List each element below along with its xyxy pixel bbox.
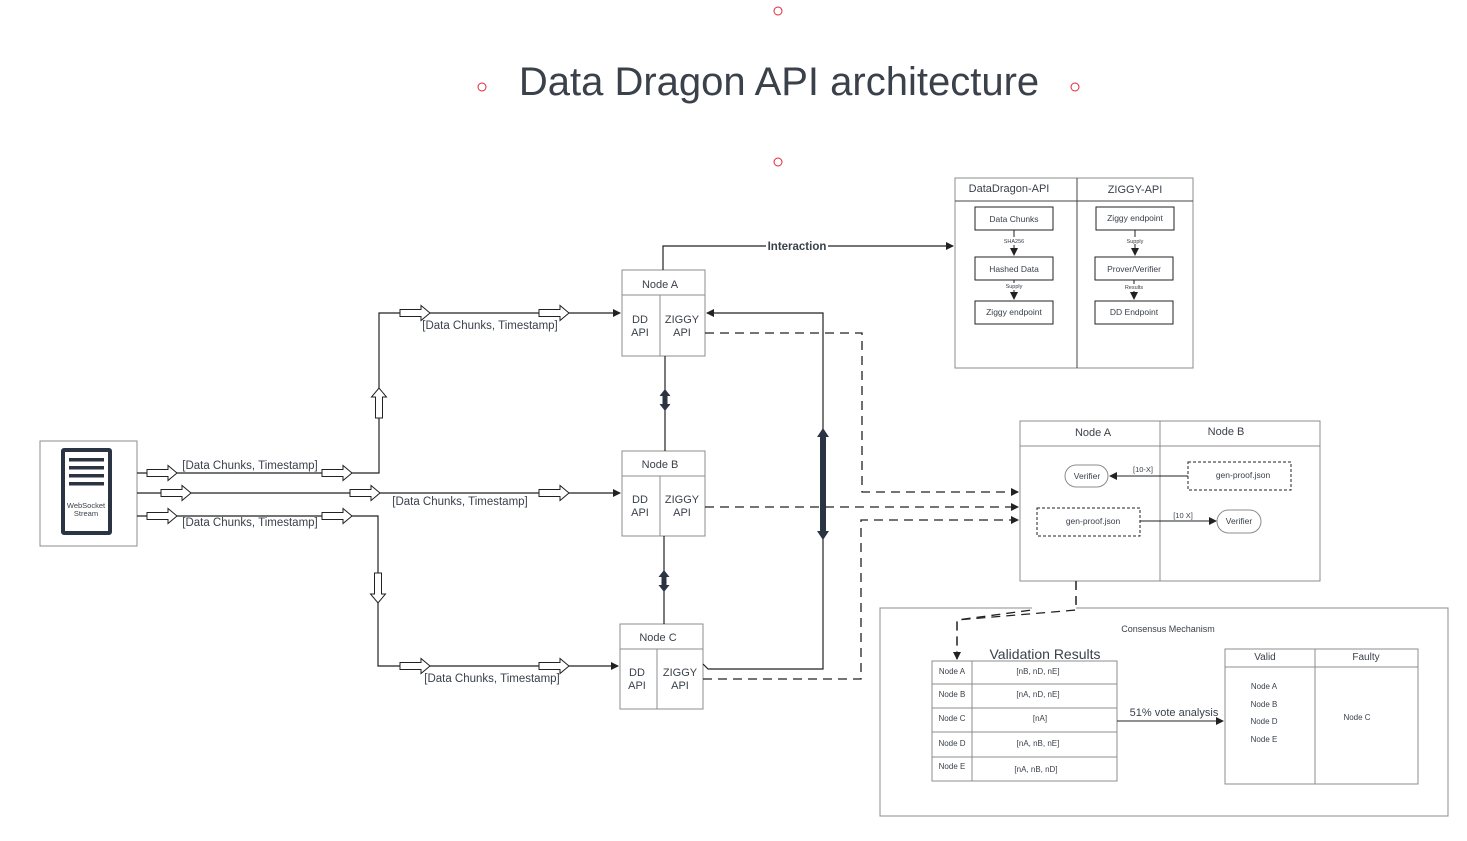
node-b[interactable]: Node B DD API ZIGGY API xyxy=(621,450,706,537)
verify-node-a-title: Node A xyxy=(1075,427,1112,439)
proof-top[interactable] xyxy=(1187,461,1292,491)
api-left-box-2-label: Ziggy endpoint xyxy=(986,307,1042,317)
vote-analysis-label: 51% vote analysis xyxy=(1130,707,1219,719)
verifier-top[interactable] xyxy=(1064,464,1109,488)
proof-bottom-label: gen-proof.json xyxy=(1066,516,1121,526)
api-right-box-2-label: DD Endpoint xyxy=(1110,307,1159,317)
verify-node-b-title: Node B xyxy=(1208,426,1245,438)
node-a-title: Node A xyxy=(642,279,679,291)
api-right-box-0-label: Ziggy endpoint xyxy=(1107,213,1163,223)
selection-handle-top[interactable] xyxy=(773,6,783,16)
valid-node-0: Node A xyxy=(1251,682,1278,691)
datadragon-api-title: DataDragon-API xyxy=(969,183,1050,195)
validation-row-3-node: Node D xyxy=(938,739,965,748)
validation-row-0-value: [nB, nD, nE] xyxy=(1016,667,1059,676)
diagram-title[interactable]: Data Dragon API architecture xyxy=(519,60,1039,104)
node-c-ziggy-api-l2: API xyxy=(671,680,689,692)
node-c-ziggy-api-l1: ZIGGY xyxy=(663,667,698,679)
node-b-dd-api-l2: API xyxy=(631,507,649,519)
bus-thick-arrow xyxy=(817,428,829,540)
node-c-title: Node C xyxy=(639,632,676,644)
dashed-edge-c[interactable] xyxy=(703,516,1019,680)
proof-top-label: gen-proof.json xyxy=(1216,470,1271,480)
node-a-ziggy-api-l2: API xyxy=(673,327,691,339)
api-left-edge-0: SHA256 xyxy=(1004,239,1025,245)
document-icon xyxy=(61,448,112,535)
node-b-title: Node B xyxy=(642,459,679,471)
node-c[interactable]: Node C DD API ZIGGY API xyxy=(619,623,704,710)
verifier-bottom-label: Verifier xyxy=(1226,516,1253,526)
valid-header: Valid xyxy=(1254,652,1276,663)
consensus-title: Consensus Mechanism xyxy=(1121,624,1215,634)
flow-arrows xyxy=(146,304,570,675)
consensus-container[interactable] xyxy=(879,607,1449,817)
node-a-ziggy-api-l1: ZIGGY xyxy=(665,314,700,326)
edge-label-stream-top: [Data Chunks, Timestamp] xyxy=(182,460,318,472)
validation-row-4-node: Node E xyxy=(939,762,966,771)
api-right-box-1-label: Prover/Verifier xyxy=(1107,264,1161,274)
validation-row-2-node: Node C xyxy=(938,714,965,723)
ziggy-api-title: ZIGGY-API xyxy=(1108,184,1163,196)
stream-label-line1: WebSocket xyxy=(67,501,106,510)
verification-panel[interactable] xyxy=(1019,420,1321,582)
result-table xyxy=(1224,648,1419,785)
node-b-ziggy-api-l1: ZIGGY xyxy=(665,494,700,506)
api-right-box-2[interactable] xyxy=(1094,300,1174,325)
edge-label-middle: [Data Chunks, Timestamp] xyxy=(392,496,528,508)
node-a-b-connector[interactable] xyxy=(659,356,671,451)
edge-label-stream-bottom: [Data Chunks, Timestamp] xyxy=(182,517,318,529)
validation-row-4-value: [nA, nB, nD] xyxy=(1014,765,1057,774)
proof-bottom[interactable] xyxy=(1036,507,1141,537)
api-left-edge-1: Supply xyxy=(1006,284,1023,290)
validation-row-1-value: [nA, nD, nE] xyxy=(1016,690,1059,699)
validation-row-3-value: [nA, nB, nE] xyxy=(1017,739,1060,748)
valid-node-1: Node B xyxy=(1251,700,1278,709)
bus-edge-c-to-a[interactable] xyxy=(702,309,824,670)
api-left-box-1-label: Hashed Data xyxy=(989,264,1039,274)
selection-handle-bottom[interactable] xyxy=(773,157,783,167)
selection-handle-left[interactable] xyxy=(477,82,487,92)
edge-label-top: [Data Chunks, Timestamp] xyxy=(422,320,558,332)
node-a[interactable]: Node A DD API ZIGGY API xyxy=(621,269,706,357)
node-a-dd-api-l1: DD xyxy=(632,314,648,326)
api-left-box-2[interactable] xyxy=(974,300,1054,325)
validation-row-0-node: Node A xyxy=(939,667,966,676)
edge-label-bottom: [Data Chunks, Timestamp] xyxy=(424,673,560,685)
interaction-label: Interaction xyxy=(768,241,827,253)
verifier-top-label: Verifier xyxy=(1074,471,1101,481)
stream-label-line2: Stream xyxy=(74,509,98,518)
node-b-dd-api-l1: DD xyxy=(632,494,648,506)
verifier-bottom[interactable] xyxy=(1216,509,1262,534)
validation-row-1-node: Node B xyxy=(939,690,966,699)
faulty-node-0: Node C xyxy=(1343,713,1370,722)
dashed-edge-a[interactable] xyxy=(705,332,1019,496)
validation-row-2-value: [nA] xyxy=(1033,714,1047,723)
faulty-header: Faulty xyxy=(1352,652,1379,663)
node-c-dd-api-l2: API xyxy=(628,680,646,692)
node-b-c-connector[interactable] xyxy=(658,536,670,624)
verify-edge-bottom-label: [10 X] xyxy=(1173,511,1193,520)
node-b-ziggy-api-l2: API xyxy=(673,507,691,519)
node-a-dd-api-l2: API xyxy=(631,327,649,339)
valid-node-3: Node E xyxy=(1251,735,1278,744)
validation-title: Validation Results xyxy=(989,646,1100,662)
api-left-box-0-label: Data Chunks xyxy=(989,214,1038,224)
node-c-dd-api-l1: DD xyxy=(629,667,645,679)
api-right-edge-0: Supply xyxy=(1127,239,1144,245)
verify-edge-top-label: [10-X] xyxy=(1133,465,1153,474)
valid-node-2: Node D xyxy=(1250,717,1277,726)
selection-handle-right[interactable] xyxy=(1070,82,1080,92)
api-right-edge-1: Results xyxy=(1125,285,1144,291)
interaction-edge[interactable] xyxy=(662,242,954,270)
